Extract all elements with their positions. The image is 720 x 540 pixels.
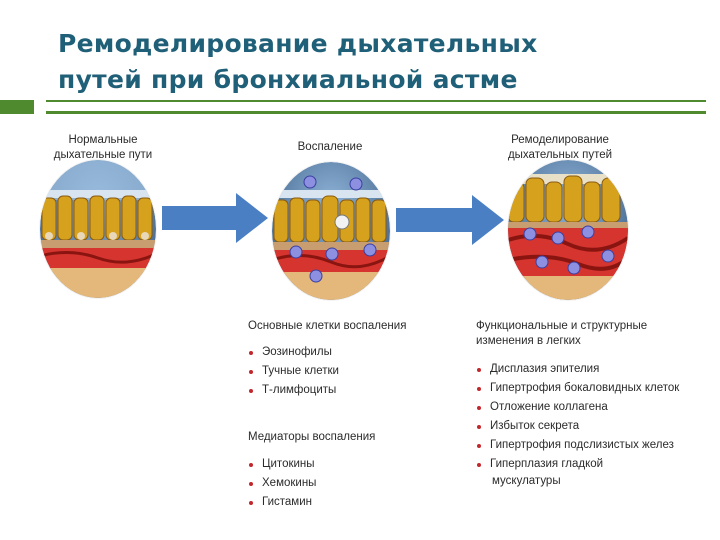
progression-arrow-2 — [396, 195, 506, 245]
remodeling-illustration — [508, 160, 628, 300]
normal-airway-illustration — [40, 160, 156, 298]
list-item-text: Т-лимфоциты — [262, 384, 336, 396]
bullet-dot — [249, 370, 253, 374]
stage-label-normal-line-1: Нормальные — [28, 133, 178, 148]
bullet-dot — [477, 406, 481, 410]
slide-title-line-1: Ремоделирование дыхательных — [58, 26, 678, 62]
list-item: Дисплазия эпителия — [476, 360, 679, 379]
bullet-dot — [249, 463, 253, 467]
list-item: Гипертрофия бокаловидных клеток — [476, 379, 679, 398]
bullet-dot — [477, 463, 481, 467]
list-item: Хемокины — [248, 474, 316, 493]
mediators-list: Цитокины Хемокины Гистамин — [248, 455, 316, 512]
changes-heading-line-1: Функциональные и структурные — [476, 319, 647, 334]
title-rule-line — [46, 100, 706, 114]
bullet-dot — [477, 387, 481, 391]
list-item-text: Гистамин — [262, 496, 312, 508]
stage-label-inflammation-line-1: Воспаление — [260, 140, 400, 155]
list-item-continuation: мускулатуры — [490, 474, 679, 489]
progression-arrow-1 — [162, 193, 270, 243]
list-item-text: Отложение коллагена — [490, 401, 608, 413]
list-item-text: Дисплазия эпителия — [490, 363, 599, 375]
inflammation-illustration — [272, 162, 390, 300]
list-item: Цитокины — [248, 455, 316, 474]
slide-title-line-2: путей при бронхиальной астме — [58, 62, 678, 98]
list-item-text: Эозинофилы — [262, 346, 332, 358]
title-rule-block — [0, 100, 34, 114]
list-item: Отложение коллагена — [476, 398, 679, 417]
list-item-text: Гиперплазия гладкой — [490, 458, 603, 470]
cells-heading: Основные клетки воспаления — [248, 319, 406, 334]
list-item: Гипертрофия подслизистых желез — [476, 436, 679, 455]
list-item: Избыток секрета — [476, 417, 679, 436]
changes-heading: Функциональные и структурные изменения в… — [476, 319, 647, 349]
stage-label-inflammation: Воспаление — [260, 140, 400, 155]
list-item: Эозинофилы — [248, 343, 339, 362]
list-item-text: Избыток секрета — [490, 420, 579, 432]
changes-list: Дисплазия эпителия Гипертрофия бокаловид… — [476, 360, 679, 489]
cells-list: Эозинофилы Тучные клетки Т-лимфоциты — [248, 343, 339, 400]
list-item-text: Гипертрофия бокаловидных клеток — [490, 382, 679, 394]
list-item-text: Гипертрофия подслизистых желез — [490, 439, 674, 451]
bullet-dot — [249, 351, 253, 355]
stage-label-remodeling: Ремоделирование дыхательных путей — [480, 133, 640, 163]
list-item: Т-лимфоциты — [248, 381, 339, 400]
list-item: Гистамин — [248, 493, 316, 512]
mediators-heading: Медиаторы воспаления — [248, 430, 375, 445]
bullet-dot — [249, 482, 253, 486]
list-item: Тучные клетки — [248, 362, 339, 381]
stage-label-remodeling-line-1: Ремоделирование — [480, 133, 640, 148]
bullet-dot — [249, 501, 253, 505]
list-item-text: Тучные клетки — [262, 365, 339, 377]
bullet-dot — [477, 368, 481, 372]
slide-title: Ремоделирование дыхательных путей при бр… — [58, 26, 678, 98]
changes-heading-line-2: изменения в легких — [476, 334, 647, 349]
stage-label-normal: Нормальные дыхательные пути — [28, 133, 178, 163]
bullet-dot — [477, 425, 481, 429]
list-item-text: Цитокины — [262, 458, 315, 470]
bullet-dot — [477, 444, 481, 448]
list-item-text: Хемокины — [262, 477, 316, 489]
list-item: Гиперплазия гладкой мускулатуры — [476, 455, 679, 489]
bullet-dot — [249, 389, 253, 393]
